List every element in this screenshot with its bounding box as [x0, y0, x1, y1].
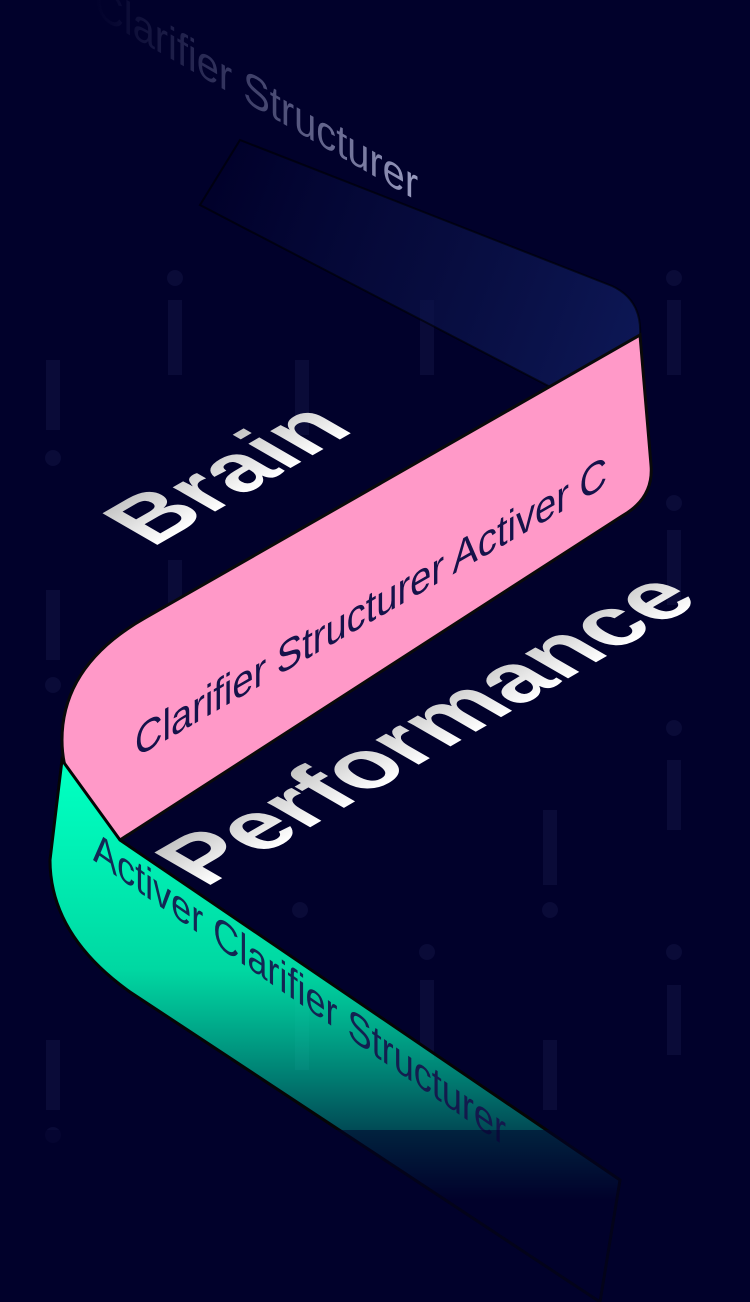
bottom-fade [0, 1130, 750, 1302]
